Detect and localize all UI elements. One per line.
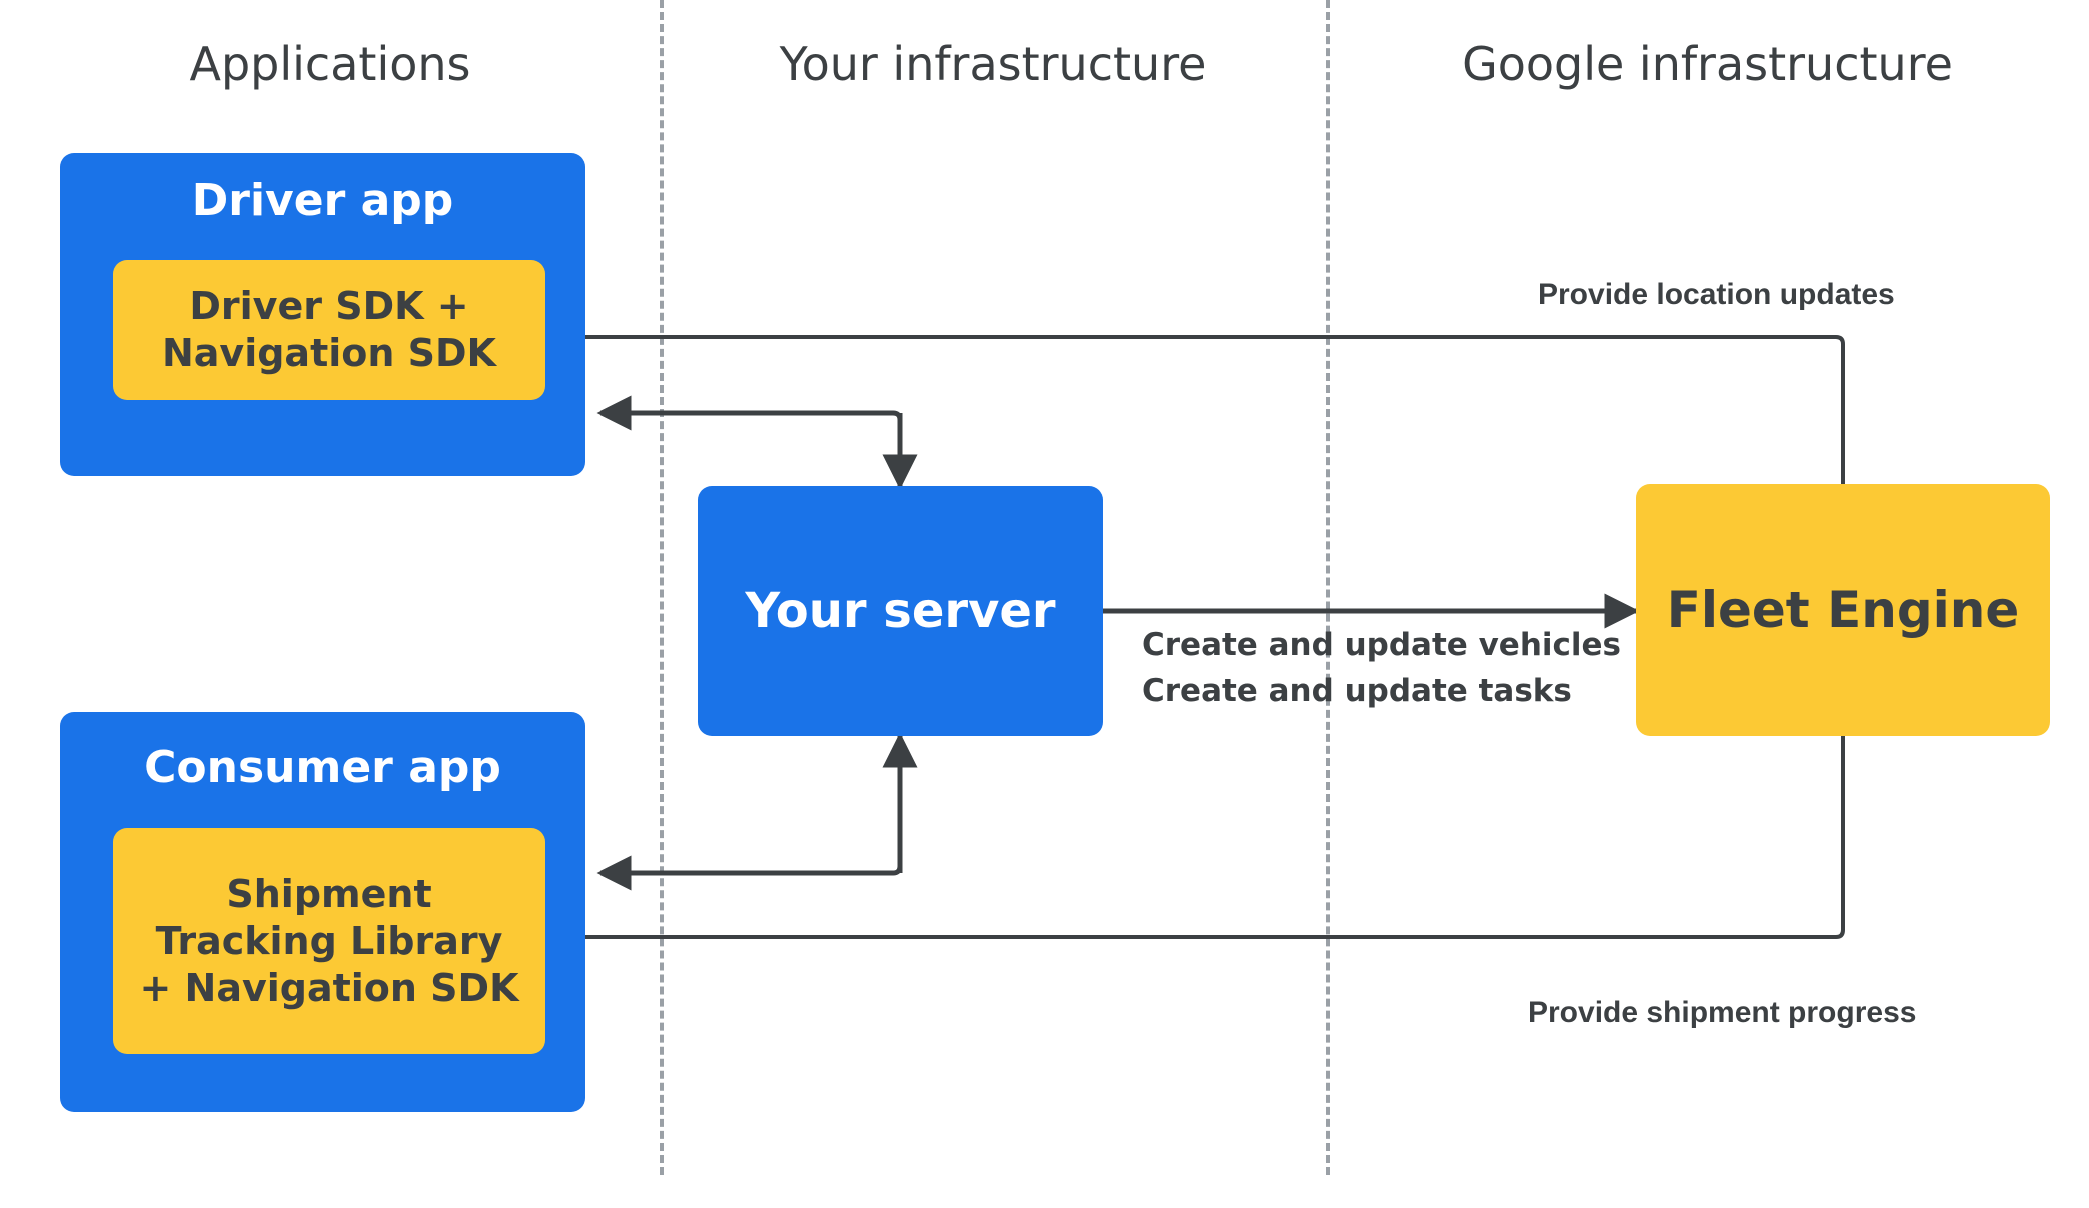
fleet-engine-label: Fleet Engine (1666, 581, 2020, 639)
edge-label-provide-shipment-progress: Provide shipment progress (1528, 996, 1917, 1029)
column-heading-applications: Applications (189, 37, 471, 91)
arrow-your-server-to-consumer-app (596, 736, 903, 891)
edge-label-create-update-vehicles: Create and update vehicles (1142, 627, 1622, 663)
column-heading-google-infrastructure: Google infrastructure (1462, 37, 1953, 91)
edge-label-create-and-update: Create and update vehicles Create and up… (1142, 622, 1621, 714)
arrow-fleet-engine-to-driver-sdk (557, 323, 1845, 484)
consumer-sdk-line-3: + Navigation SDK (139, 965, 519, 1010)
edge-label-provide-location-updates: Provide location updates (1538, 278, 1895, 311)
swimlane-divider-left (660, 0, 664, 1175)
driver-sdk-line-1: Driver SDK + (189, 284, 469, 328)
driver-sdk-label: Driver SDK + Navigation SDK (152, 283, 506, 377)
consumer-app-title: Consumer app (144, 742, 501, 793)
node-fleet-engine[interactable]: Fleet Engine (1636, 484, 2050, 736)
edge-label-create-update-tasks: Create and update tasks (1142, 673, 1572, 709)
swimlane-divider-right (1326, 0, 1330, 1175)
consumer-sdk-line-2: Tracking Library (155, 918, 503, 963)
node-driver-sdk[interactable]: Driver SDK + Navigation SDK (113, 260, 545, 400)
consumer-sdk-label: Shipment Tracking Library + Navigation S… (129, 871, 528, 1012)
node-consumer-sdk[interactable]: Shipment Tracking Library + Navigation S… (113, 828, 545, 1054)
column-heading-your-infrastructure: Your infrastructure (779, 37, 1207, 91)
consumer-sdk-line-1: Shipment (226, 871, 432, 916)
arrow-fleet-engine-to-consumer-sdk (557, 736, 1845, 951)
your-server-label: Your server (745, 583, 1056, 639)
node-your-server[interactable]: Your server (698, 486, 1103, 736)
driver-app-title: Driver app (191, 175, 454, 226)
driver-sdk-line-2: Navigation SDK (161, 331, 497, 375)
arrow-your-server-to-driver-app (596, 395, 903, 486)
